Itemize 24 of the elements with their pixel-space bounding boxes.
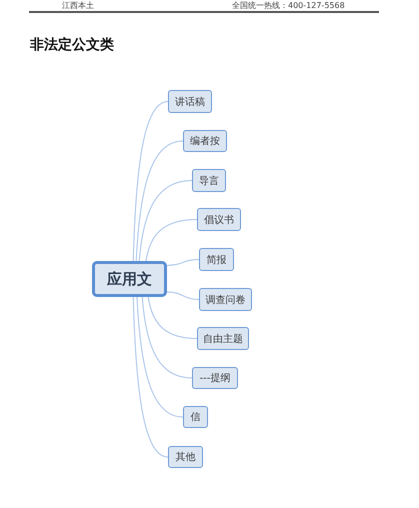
connector-line — [142, 296, 192, 378]
header-text: 全国统一热线：400-127-5568 — [232, 1, 345, 10]
connector-line — [136, 296, 184, 418]
topic-box: 简报 — [199, 248, 234, 271]
connector-line — [166, 259, 200, 266]
connector-line — [148, 296, 198, 339]
topic-box: 调查问卷 — [199, 288, 252, 311]
connector-line — [132, 101, 168, 262]
topic-box: 讲话稿 — [168, 90, 212, 113]
connector-line — [166, 291, 200, 300]
topic-box: 导言 — [192, 169, 226, 192]
connector-line — [136, 140, 184, 262]
page-title: 非法定公文类 — [30, 37, 114, 54]
topic-box: 自由主题 — [197, 327, 249, 350]
topic-box: 倡议书 — [197, 208, 241, 231]
header-text: 江西本土 — [62, 1, 94, 10]
connector-line — [138, 180, 192, 262]
topic-box: 其他 — [168, 446, 203, 468]
connector-line — [146, 219, 198, 262]
topic-box: 信 — [183, 406, 208, 428]
central-topic-box: 应用文 — [92, 261, 167, 297]
topic-box: 编者按 — [183, 130, 227, 152]
topic-box: ---提纲 — [192, 367, 238, 389]
connector-line — [132, 296, 168, 458]
